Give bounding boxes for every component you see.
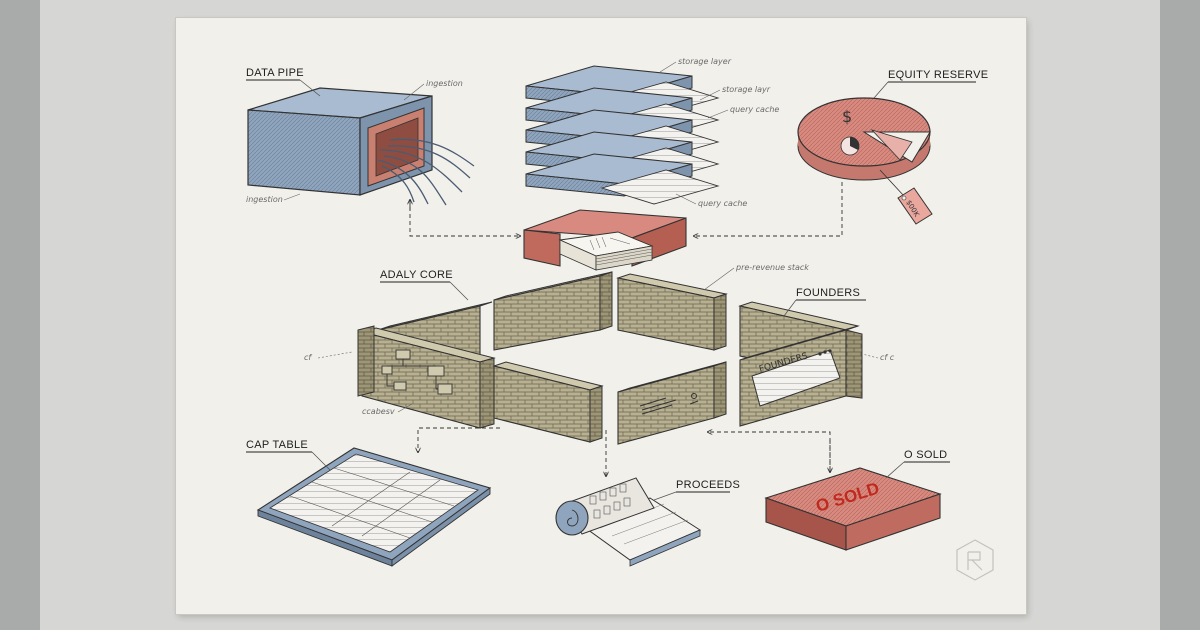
- adaly-core-label: ADALY CORE: [380, 269, 453, 281]
- data-pipe-label: DATA PIPE: [246, 67, 304, 79]
- center-data-box: [523, 209, 687, 271]
- ingestion-left-leader: [283, 193, 301, 201]
- query-cache-top-leader: [707, 109, 729, 119]
- sold-block: O SOLD: [764, 467, 942, 551]
- founders-leader: [783, 299, 797, 317]
- o-sold-leader: [885, 461, 905, 479]
- back-left-wall: [493, 271, 613, 351]
- query-cache-bottom-leader: [675, 193, 697, 205]
- pre-revenue-leader: [703, 267, 735, 291]
- front-left-wall: [492, 361, 604, 443]
- o-sold-label: O SOLD: [904, 449, 947, 461]
- left-wall-flowchart: [381, 349, 453, 395]
- equity-to-core-connector: [694, 182, 843, 236]
- proceeds-leader: [653, 491, 677, 501]
- right-backdrop-strip: [1160, 0, 1200, 630]
- cap-table-label: CAP TABLE: [246, 439, 308, 451]
- adaly-core-walls: [357, 271, 863, 445]
- hexagon-logo-icon: [956, 539, 994, 581]
- left-backdrop-strip: [0, 0, 40, 630]
- sold-to-core-connector: [708, 432, 831, 470]
- right-wall-note-leader: [861, 353, 879, 359]
- data-pipe-object: [247, 87, 475, 206]
- proceeds-label: PROCEEDS: [676, 479, 740, 491]
- data-pipe-leader: [299, 79, 321, 97]
- front-right-wall: [617, 361, 727, 445]
- proceeds-scroll: [555, 477, 702, 567]
- query-cache-annotation-top: query cache: [730, 105, 779, 114]
- back-right-wall: [616, 273, 728, 351]
- codebase-leader: [397, 403, 413, 413]
- equity-reserve-label: EQUITY RESERVE: [888, 69, 988, 81]
- bottom-connectors: [418, 427, 831, 476]
- storage-layr-leader: [699, 89, 721, 101]
- query-cache-annotation-bottom: query cache: [698, 199, 747, 208]
- storage-stack-object: [525, 65, 720, 205]
- right-wall-annotation: cf c: [880, 353, 895, 362]
- cap-table-sheet: [256, 447, 492, 567]
- core-to-cap-table-connector: [418, 427, 500, 452]
- equity-reserve-pie: $: [797, 97, 931, 181]
- adaly-core-leader: [449, 281, 469, 301]
- codebase-annotation: ccabesv: [362, 407, 395, 416]
- ingestion-annotation-top: ingestion: [426, 79, 463, 88]
- price-tag: $00K: [879, 169, 933, 225]
- ingestion-top-leader: [403, 83, 425, 101]
- right-front-wall-notes: [639, 393, 699, 415]
- left-wall-annotation: cf: [304, 353, 312, 362]
- cap-table-leader: [311, 451, 331, 471]
- storage-layr-annotation: storage layr: [722, 85, 771, 94]
- query-cache-sheet: [600, 169, 720, 205]
- founders-label: FOUNDERS: [796, 287, 860, 299]
- pre-revenue-stack-annotation: pre-revenue stack: [735, 263, 809, 272]
- ingestion-annotation-left: ingestion: [246, 195, 283, 204]
- equity-reserve-leader: [873, 81, 889, 99]
- storage-layer-leader: [659, 61, 677, 73]
- pipe-to-core-connector: [409, 200, 520, 236]
- pie-dollar-symbol: $: [842, 107, 852, 126]
- storage-layer-annotation: storage layer: [678, 57, 732, 66]
- left-wall-note-leader: [317, 351, 353, 359]
- top-connectors: [409, 182, 843, 236]
